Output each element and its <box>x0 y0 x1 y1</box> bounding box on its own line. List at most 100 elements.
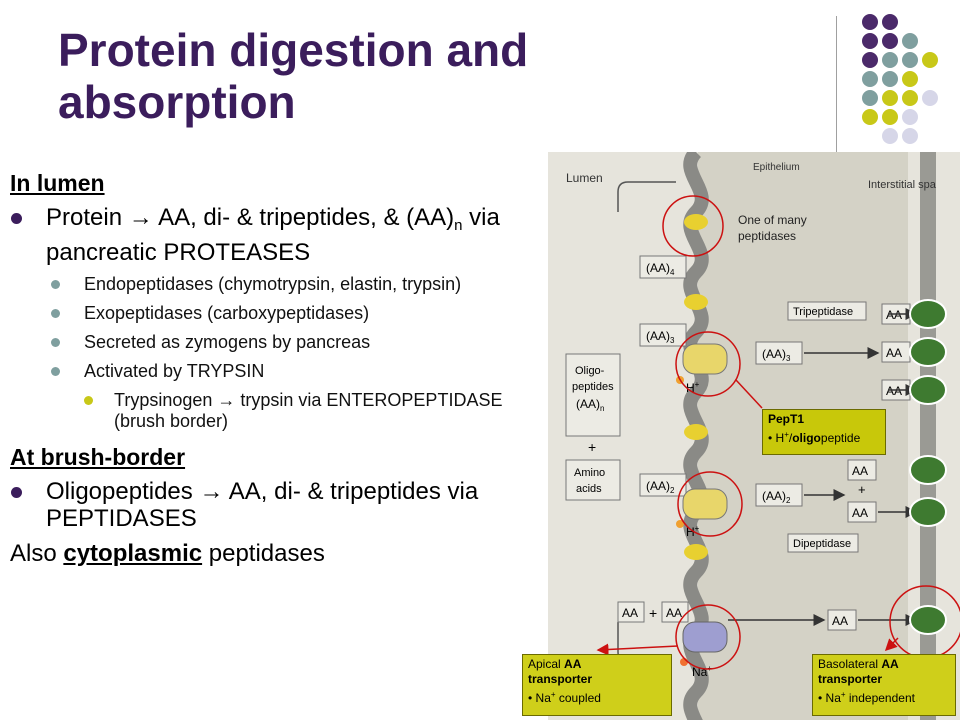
baso-transporter <box>909 375 947 405</box>
pointer-line <box>884 637 899 652</box>
dot <box>902 90 918 106</box>
label-aa: AA <box>886 308 902 322</box>
flow-arrows <box>728 308 918 626</box>
apical-line3: • Na+ coupled <box>528 690 601 705</box>
bullet-oligopeptides: Oligopeptides → AA, di- & tripeptides vi… <box>10 478 550 532</box>
label-amino: Amino <box>574 467 605 479</box>
intracellular-aa2 <box>755 483 803 507</box>
label-peptides: peptides <box>572 381 614 393</box>
label-plus: + <box>649 605 657 621</box>
pept1-callout: PepT1 • H+/oligopeptide <box>762 409 886 455</box>
dot <box>882 14 898 30</box>
aa3-box <box>639 323 687 347</box>
bullet-text: AA, di- & tripeptides, & (AA) <box>152 204 455 231</box>
dot <box>862 14 878 30</box>
enterocyte-diagram: Epithelium Lumen Interstitial spa One of… <box>548 152 960 720</box>
label-interstitial: Interstitial spa <box>868 179 937 191</box>
label-aa: AA <box>852 506 868 520</box>
sub-sub-bullet-trypsinogen: Trypsinogen → trypsin via ENTEROPEPTIDAS… <box>10 390 550 432</box>
label-aa3: (AA)3 <box>646 329 675 345</box>
decorative-dot-grid <box>858 14 960 154</box>
pept1-transporter <box>682 488 728 520</box>
subscript-n: n <box>454 217 463 234</box>
label-h: H+ <box>686 524 700 539</box>
label-aa2: (AA)2 <box>646 479 675 495</box>
pept1-transporters <box>682 343 728 520</box>
amino-acids-box <box>565 459 621 501</box>
dot <box>902 52 918 68</box>
label-aa: AA <box>622 606 638 620</box>
dot <box>882 90 898 106</box>
label-aa: AA <box>886 346 902 360</box>
label-one-of-many: One of many <box>738 213 807 227</box>
label-aa4: (AA)4 <box>646 261 675 277</box>
dot <box>862 52 878 68</box>
dot <box>902 128 918 144</box>
dot <box>862 71 878 87</box>
dot <box>902 109 918 125</box>
label-oligo: Oligo- <box>575 365 605 377</box>
highlight-circle <box>677 471 743 537</box>
aa2-box <box>639 473 687 497</box>
label-peptidases: peptidases <box>738 229 796 243</box>
aa-box <box>827 609 857 631</box>
bullet-text: Also <box>10 540 64 567</box>
dot <box>862 33 878 49</box>
baso-line2: transporter <box>818 672 883 686</box>
dot <box>902 33 918 49</box>
bullet-text: peptidases <box>202 540 325 567</box>
aa-box <box>617 601 645 623</box>
bullet-text: AA, di- & tripeptides via PEPTIDASES <box>46 478 479 532</box>
sub-bullet-exopeptidases: Exopeptidases (carboxypeptidases) <box>10 303 550 324</box>
peptidase-enzyme <box>684 294 708 310</box>
sub-bullet-endopeptidases: Endopeptidases (chymotrypsin, elastin, t… <box>10 274 550 295</box>
right-arrow-icon: → <box>199 478 224 505</box>
slide-title: Protein digestion and absorption <box>58 24 529 128</box>
bullet-protein: Protein → AA, di- & tripeptides, & (AA)n… <box>10 204 550 266</box>
basolateral-callout: Basolateral AA transporter • Na+ indepen… <box>812 654 956 716</box>
na-aa-transporter <box>682 621 728 653</box>
dot <box>882 33 898 49</box>
pointer-line <box>735 379 763 409</box>
also-cytoplasmic-line: Also cytoplasmic peptidases <box>10 540 550 567</box>
label-aa3: (AA)3 <box>762 347 791 363</box>
label-aa: AA <box>852 464 868 478</box>
right-arrow-icon: → <box>217 390 236 410</box>
dot <box>882 71 898 87</box>
label-lumen: Lumen <box>566 171 603 185</box>
label-tripeptidase: Tripeptidase <box>793 306 853 318</box>
dot <box>922 90 938 106</box>
dot <box>922 52 938 68</box>
oligopeptides-box <box>565 353 621 437</box>
label-acids: acids <box>576 483 602 495</box>
apical-title: Apical AA <box>528 657 582 671</box>
label-epithelium: Epithelium <box>753 162 800 173</box>
peptidase-enzyme <box>684 544 708 560</box>
tripeptidase-box <box>787 301 867 321</box>
dipeptidase-box <box>787 533 859 553</box>
peptidase-enzyme <box>684 214 708 230</box>
label-aan: (AA)n <box>576 397 604 413</box>
highlight-circle <box>675 331 741 397</box>
baso-transporter <box>909 605 947 635</box>
label-aa2: (AA)2 <box>762 489 791 505</box>
bullet-text: trypsin via ENTEROPEPTIDASE (brush borde… <box>114 390 503 431</box>
highlight-circle <box>662 195 724 257</box>
underlined-cytoplasmic: cytoplasmic <box>63 540 203 567</box>
heading-brush-border: At brush-border <box>10 444 186 470</box>
dot <box>862 90 878 106</box>
dot <box>862 109 878 125</box>
baso-transporter <box>909 455 947 485</box>
label-aa: AA <box>832 614 848 628</box>
label-aa: AA <box>666 606 682 620</box>
baso-line3: • Na+ independent <box>818 690 915 705</box>
apical-callout: Apical AA transporter • Na+ coupled <box>522 654 672 716</box>
right-arrow-icon: → <box>128 204 153 231</box>
label-dipeptidase: Dipeptidase <box>793 538 851 550</box>
baso-title: Basolateral AA <box>818 657 899 671</box>
sub-bullet-zymogens: Secreted as zymogens by pancreas <box>10 332 550 353</box>
basolateral-transporters <box>909 299 947 635</box>
heading-in-lumen: In lumen <box>10 170 105 196</box>
pept1-title: PepT1 <box>768 412 805 426</box>
